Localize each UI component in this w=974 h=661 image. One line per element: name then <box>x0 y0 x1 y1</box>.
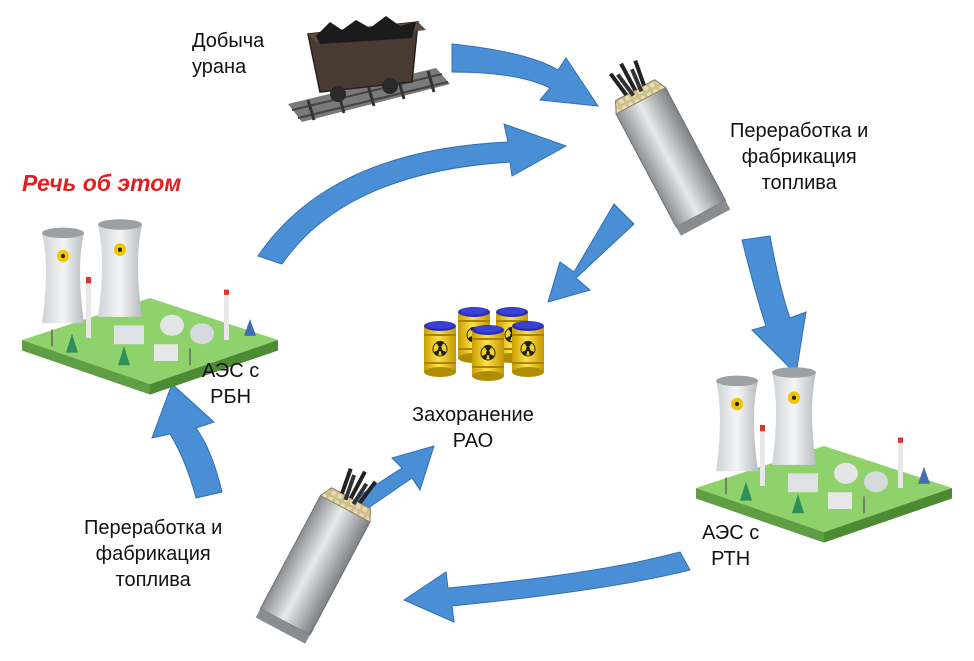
label-npp-fast-reactor: АЭС с РБН <box>202 360 260 408</box>
mine-cart-icon <box>288 16 450 122</box>
fuel-assembly-icon <box>256 459 390 644</box>
label-npp-thermal-reactor: АЭС с РТН <box>702 522 760 570</box>
arrow-fuel-to-disposal <box>547 203 635 303</box>
label-waste-disposal: Захоранение РАО <box>412 404 534 452</box>
arrow-thermal-to-fuel <box>402 551 691 623</box>
label-fuel-fabrication-top: Переработка и фабрикация топлива <box>730 120 869 194</box>
arrow-fast-to-fuel <box>257 123 568 265</box>
arrow-mining-to-fuel <box>451 43 600 107</box>
label-fuel-fabrication-bottom: Переработка и фабрикация топлива <box>84 517 223 591</box>
arrow-fuel-to-fast <box>151 383 223 499</box>
arrow-fuel-to-thermal <box>741 235 807 376</box>
headline: Речь об этом <box>22 170 182 196</box>
radioactive-barrels-icon <box>423 306 545 382</box>
nuclear-power-plant-icon <box>695 366 953 544</box>
label-uranium-mining: Добыча урана <box>192 30 265 78</box>
